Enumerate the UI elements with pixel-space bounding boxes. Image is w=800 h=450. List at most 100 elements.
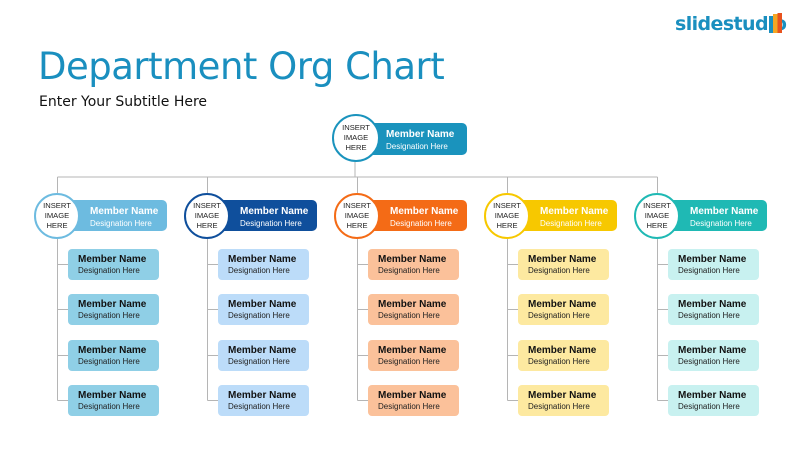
dept-head-bar: Member Name Designation Here bbox=[218, 200, 317, 231]
image-placeholder-text: INSERT IMAGE HERE bbox=[643, 201, 671, 230]
member-designation: Designation Here bbox=[378, 357, 440, 366]
member-designation: Designation Here bbox=[690, 219, 752, 228]
member-name: Member Name bbox=[528, 345, 597, 356]
member-designation: Designation Here bbox=[90, 219, 152, 228]
dept-head-image-placeholder[interactable]: INSERT IMAGE HERE bbox=[334, 193, 380, 239]
member-name: Member Name bbox=[378, 390, 447, 401]
member-name: Member Name bbox=[228, 390, 297, 401]
member-designation: Designation Here bbox=[378, 266, 440, 275]
image-placeholder-text: INSERT IMAGE HERE bbox=[493, 201, 521, 230]
member-designation: Designation Here bbox=[228, 266, 290, 275]
member-name: Member Name bbox=[678, 254, 747, 265]
dept-head-bar: Member Name Designation Here bbox=[368, 200, 467, 231]
member-name: Member Name bbox=[78, 299, 147, 310]
member-name: Member Name bbox=[378, 254, 447, 265]
member-name: Member Name bbox=[228, 299, 297, 310]
page-subtitle: Enter Your Subtitle Here bbox=[39, 94, 208, 110]
member-name: Member Name bbox=[228, 254, 297, 265]
dept-head-image-placeholder[interactable]: INSERT IMAGE HERE bbox=[34, 193, 80, 239]
org-root-bar: Member Name Designation Here bbox=[368, 123, 467, 155]
member-name: Member Name bbox=[386, 129, 455, 140]
logo-bar-3 bbox=[777, 13, 782, 33]
member-designation: Designation Here bbox=[240, 219, 302, 228]
member-name: Member Name bbox=[678, 299, 747, 310]
member-name: Member Name bbox=[78, 390, 147, 401]
dept-head-3[interactable]: Member Name Designation Here INSERT IMAG… bbox=[334, 193, 469, 239]
member-name: Member Name bbox=[528, 390, 597, 401]
logo-bar-1 bbox=[769, 16, 773, 33]
member-designation: Designation Here bbox=[386, 142, 448, 151]
member-designation: Designation Here bbox=[78, 311, 140, 320]
member-designation: Designation Here bbox=[78, 402, 140, 411]
image-placeholder-text: INSERT IMAGE HERE bbox=[343, 201, 371, 230]
member-designation: Designation Here bbox=[528, 266, 590, 275]
member-designation: Designation Here bbox=[528, 402, 590, 411]
dept-head-image-placeholder[interactable]: INSERT IMAGE HERE bbox=[184, 193, 230, 239]
org-root-image-placeholder[interactable]: INSERT IMAGE HERE bbox=[332, 114, 380, 162]
stacked-bars-logo-icon bbox=[769, 13, 782, 33]
dept-head-4[interactable]: Member Name Designation Here INSERT IMAG… bbox=[484, 193, 619, 239]
member-name: Member Name bbox=[528, 254, 597, 265]
member-name: Member Name bbox=[378, 299, 447, 310]
dept-head-image-placeholder[interactable]: INSERT IMAGE HERE bbox=[484, 193, 530, 239]
member-designation: Designation Here bbox=[528, 357, 590, 366]
image-placeholder-text: INSERT IMAGE HERE bbox=[342, 123, 370, 152]
member-designation: Designation Here bbox=[78, 357, 140, 366]
member-designation: Designation Here bbox=[378, 311, 440, 320]
image-placeholder-text: INSERT IMAGE HERE bbox=[43, 201, 71, 230]
org-root-node[interactable]: Member Name Designation Here INSERT IMAG… bbox=[332, 114, 472, 164]
member-designation: Designation Here bbox=[228, 357, 290, 366]
member-designation: Designation Here bbox=[678, 402, 740, 411]
dept-head-bar: Member Name Designation Here bbox=[668, 200, 767, 231]
dept-head-2[interactable]: Member Name Designation Here INSERT IMAG… bbox=[184, 193, 319, 239]
member-designation: Designation Here bbox=[678, 311, 740, 320]
dept-head-5[interactable]: Member Name Designation Here INSERT IMAG… bbox=[634, 193, 769, 239]
member-name: Member Name bbox=[540, 206, 609, 217]
dept-head-image-placeholder[interactable]: INSERT IMAGE HERE bbox=[634, 193, 680, 239]
brand-logo[interactable]: slidestudio bbox=[675, 13, 787, 35]
dept-head-bar: Member Name Designation Here bbox=[518, 200, 617, 231]
member-name: Member Name bbox=[528, 299, 597, 310]
member-name: Member Name bbox=[378, 345, 447, 356]
member-name: Member Name bbox=[90, 206, 159, 217]
dept-head-1[interactable]: Member Name Designation Here INSERT IMAG… bbox=[34, 193, 169, 239]
member-name: Member Name bbox=[678, 390, 747, 401]
member-name: Member Name bbox=[390, 206, 459, 217]
member-designation: Designation Here bbox=[378, 402, 440, 411]
member-name: Member Name bbox=[78, 254, 147, 265]
logo-bar-2 bbox=[773, 14, 778, 33]
member-designation: Designation Here bbox=[540, 219, 602, 228]
member-name: Member Name bbox=[228, 345, 297, 356]
member-designation: Designation Here bbox=[228, 402, 290, 411]
member-designation: Designation Here bbox=[78, 266, 140, 275]
member-designation: Designation Here bbox=[678, 266, 740, 275]
image-placeholder-text: INSERT IMAGE HERE bbox=[193, 201, 221, 230]
member-name: Member Name bbox=[240, 206, 309, 217]
dept-head-bar: Member Name Designation Here bbox=[68, 200, 167, 231]
member-designation: Designation Here bbox=[678, 357, 740, 366]
member-name: Member Name bbox=[678, 345, 747, 356]
member-designation: Designation Here bbox=[390, 219, 452, 228]
